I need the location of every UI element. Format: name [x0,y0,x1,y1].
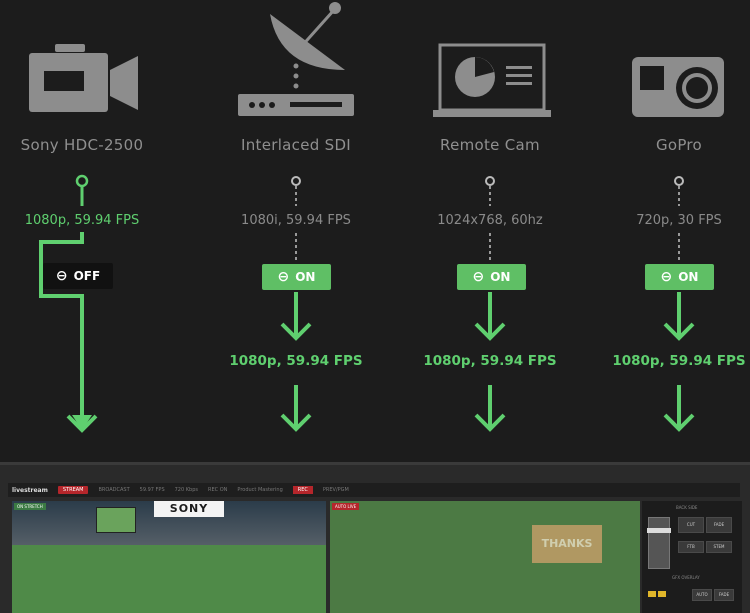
overlay-slot[interactable] [648,591,656,597]
satellite-dish-icon [238,2,354,116]
sdi-flow-path [280,176,312,432]
fader-knob[interactable] [647,528,671,533]
cam-b-tag: AUTO LIVE [332,503,360,510]
toolbar-item: REC ON [208,487,228,493]
source-label-remote: Remote Cam [440,136,540,154]
ftb-button[interactable]: FTB [678,541,704,553]
toolbar-item: Product Mastering [237,487,283,493]
record-button[interactable]: REC [292,486,313,494]
stadium-screen [96,507,136,533]
input-format-remote: 1024x768, 60hz [437,213,543,228]
source-label-gopro: GoPro [655,136,703,154]
action-camera-icon [632,57,724,117]
video-camera-icon [29,44,138,112]
overlay-graphic: THANKS [532,525,602,563]
convert-icon: ⊖ [472,269,485,285]
source-label-sony: Sony HDC-2500 [20,136,144,154]
flow-diagram [29,2,724,433]
stem-button[interactable]: STEM [706,541,732,553]
gopro-flow-path [663,176,695,432]
sony-billboard: SONY [154,501,224,517]
toggle-on-button-remote[interactable]: ⊖ ON [457,264,526,290]
output-format-gopro: 1080p, 59.94 FPS [612,353,746,369]
convert-icon: ⊖ [55,268,68,284]
toolbar-item: 59.97 FPS [139,487,165,493]
convert-icon: ⊖ [277,269,290,285]
fade-button[interactable]: FADE [706,517,732,533]
sony-flow-path [39,174,98,433]
input-format-sdi: 1080i, 59.94 FPS [241,213,351,228]
toolbar-item: 720 Kbps [174,487,198,493]
toggle-off-button-sony[interactable]: ⊖ OFF [43,263,113,289]
convert-icon: ⊖ [660,269,673,285]
fade-overlay-button[interactable]: FADE [714,589,734,601]
camera-preview-a[interactable]: SONY ON STRETCH [12,501,326,613]
cut-button[interactable]: CUT [678,517,704,533]
toggle-label: ON [678,270,699,284]
production-app-preview: livestream STREAM BROADCAST 59.97 FPS 72… [0,462,750,613]
transition-fader[interactable] [647,517,671,569]
toggle-on-button-sdi[interactable]: ⊖ ON [262,264,331,290]
laptop-chart-icon [433,43,551,117]
toggle-on-button-gopro[interactable]: ⊖ ON [645,264,714,290]
preview-tag: PREV/PGM [322,487,349,493]
overlay-slot[interactable] [658,591,666,597]
auto-button[interactable]: AUTO [692,589,712,601]
transition-panel: BACK SIDE CUT FADE FTB STEM GFX OVERLAY … [642,501,742,613]
input-format-sony: 1080p, 59.94 FPS [24,213,140,228]
cam-a-tag: ON STRETCH [14,503,46,510]
source-label-sdi: Interlaced SDI [240,136,352,154]
overlay-label: GFX OVERLAY [672,575,700,580]
app-toolbar: livestream STREAM BROADCAST 59.97 FPS 72… [8,483,740,497]
toggle-label: OFF [73,269,101,283]
remote-flow-path [474,176,506,432]
toggle-label: ON [490,270,511,284]
toolbar-item: BROADCAST [98,487,130,493]
pitch [12,545,326,613]
output-format-remote: 1080p, 59.94 FPS [423,353,557,369]
panel-header: BACK SIDE [676,505,698,510]
camera-preview-b[interactable]: THANKS AUTO LIVE [330,501,640,613]
stream-button[interactable]: STREAM [57,486,89,494]
toggle-label: ON [295,270,316,284]
output-format-sdi: 1080p, 59.94 FPS [229,353,363,369]
app-logo: livestream [12,486,48,494]
input-format-gopro: 720p, 30 FPS [636,213,722,228]
